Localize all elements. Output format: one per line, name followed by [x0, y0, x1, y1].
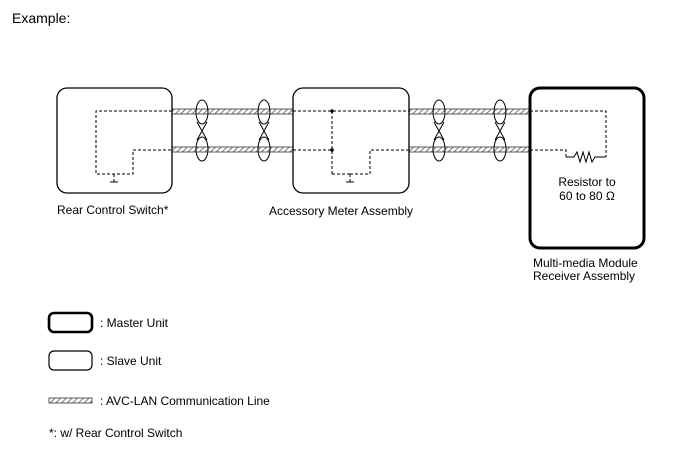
twist-marker-3	[432, 99, 446, 162]
slave-unit-legend-label: : Slave Unit	[100, 354, 162, 368]
resistor-label-line2: 60 to 80 Ω	[559, 189, 615, 203]
twist-marker-1	[195, 99, 209, 162]
twist-marker-2	[257, 99, 271, 162]
master-unit-legend-label: : Master Unit	[100, 316, 169, 330]
meter-internal-wiring	[293, 110, 409, 182]
footnote: *: w/ Rear Control Switch	[49, 426, 183, 440]
accessory-meter-unit	[292, 87, 410, 194]
receiver-internal-wiring	[530, 110, 607, 157]
slave-unit-legend-icon	[48, 350, 93, 371]
multimedia-receiver-label-line2: Receiver Assembly	[533, 269, 636, 283]
multimedia-receiver-unit	[528, 86, 646, 250]
accessory-meter-label: Accessory Meter Assembly	[269, 204, 414, 218]
avc-lan-line-legend-icon	[48, 397, 93, 404]
resistor-label-line1: Resistor to	[558, 175, 616, 189]
resistor-icon	[566, 150, 606, 164]
rear-control-switch-label: Rear Control Switch*	[57, 203, 169, 217]
twisted-pair-markers	[195, 99, 507, 162]
master-unit-legend-icon	[47, 311, 94, 334]
twist-marker-4	[493, 99, 507, 162]
page-title: Example:	[12, 10, 71, 26]
rear-switch-internal-wiring	[95, 110, 172, 182]
rear-control-switch-unit	[56, 87, 173, 194]
multimedia-receiver-label-line1: Multi-media Module	[533, 256, 638, 270]
avc-lan-line-legend-label: : AVC-LAN Communication Line	[100, 394, 270, 408]
